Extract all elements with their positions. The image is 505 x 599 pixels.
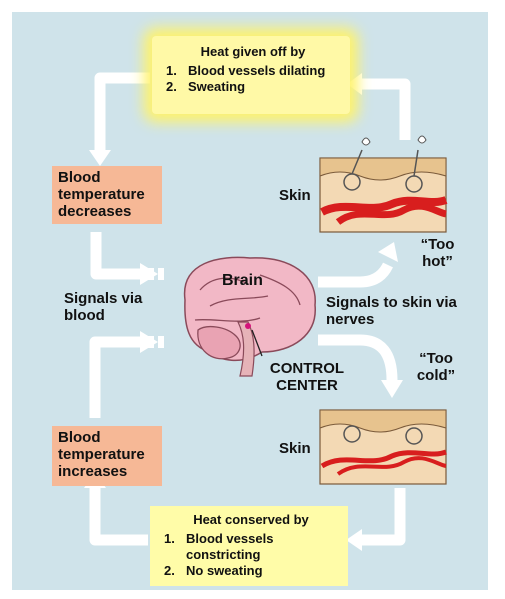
arrowhead-left-top bbox=[347, 73, 362, 95]
arrow-brain-to-hot bbox=[318, 262, 393, 288]
arrowhead-to-cold bbox=[381, 380, 403, 398]
arrowhead-to-hot bbox=[378, 242, 398, 262]
list-item-text: Sweating bbox=[188, 79, 246, 94]
brain-illustration bbox=[183, 256, 316, 377]
list-item: 2. Sweating bbox=[166, 79, 340, 95]
list-number: 2. bbox=[164, 563, 175, 578]
arrow-top-to-left bbox=[94, 72, 150, 150]
signals-via-blood-label: Signals via blood bbox=[64, 290, 143, 324]
feedback-arrows bbox=[89, 72, 411, 546]
heat-conserved-title: Heat conserved by bbox=[193, 512, 309, 527]
control-center-label: CONTROL CENTER bbox=[269, 360, 345, 394]
list-item-text: No sweating bbox=[186, 563, 263, 578]
arrowhead-left-bottom bbox=[346, 529, 362, 551]
arrow-bottom-to-left bbox=[89, 488, 148, 546]
heat-given-off-title: Heat given off by bbox=[200, 44, 306, 59]
blood-temp-increases-box: Blood temperature increases bbox=[52, 426, 162, 486]
list-number: 1. bbox=[166, 63, 177, 78]
arrowhead-down-left bbox=[89, 150, 111, 166]
arrow-skin-to-top bbox=[362, 78, 411, 140]
too-hot-label: “Too hot” bbox=[420, 236, 455, 270]
arrow-left-up-to-brain bbox=[89, 336, 140, 418]
blood-temp-decreases-box: Blood temperature decreases bbox=[52, 166, 162, 224]
skin-bottom-illustration bbox=[319, 409, 447, 485]
too-cold-label: “Too cold” bbox=[416, 350, 456, 384]
list-item: 2. No sweating bbox=[164, 563, 338, 579]
skin-label-bottom: Skin bbox=[279, 440, 311, 457]
skin-label-top: Skin bbox=[279, 187, 311, 204]
arrow-skin-to-bottom bbox=[362, 488, 406, 546]
list-number: 1. bbox=[164, 531, 175, 546]
list-item: 1. Blood vessels dilating bbox=[166, 63, 340, 79]
arrow-brain-to-cold bbox=[318, 334, 398, 381]
heat-given-off-box: Heat given off by 1. Blood vessels dilati… bbox=[152, 36, 350, 114]
dotted-connectors bbox=[148, 268, 164, 348]
list-item-text: Blood vessels constricting bbox=[186, 531, 274, 562]
brain-label: Brain bbox=[222, 272, 263, 289]
heat-given-off-list: 1. Blood vessels dilating 2. Sweating bbox=[166, 63, 340, 95]
arrow-left-to-brain bbox=[90, 232, 140, 280]
heat-conserved-list: 1. Blood vessels constricting 2. No sweati… bbox=[164, 531, 338, 579]
skin-top-illustration bbox=[319, 135, 448, 233]
heat-conserved-box: Heat conserved by 1. Blood vessels constr… bbox=[150, 506, 348, 586]
signals-via-nerves-label: Signals to skin via nerves bbox=[326, 294, 457, 328]
list-item-text: Blood vessels dilating bbox=[188, 63, 326, 78]
list-number: 2. bbox=[166, 79, 177, 94]
list-item: 1. Blood vessels constricting bbox=[164, 531, 338, 563]
